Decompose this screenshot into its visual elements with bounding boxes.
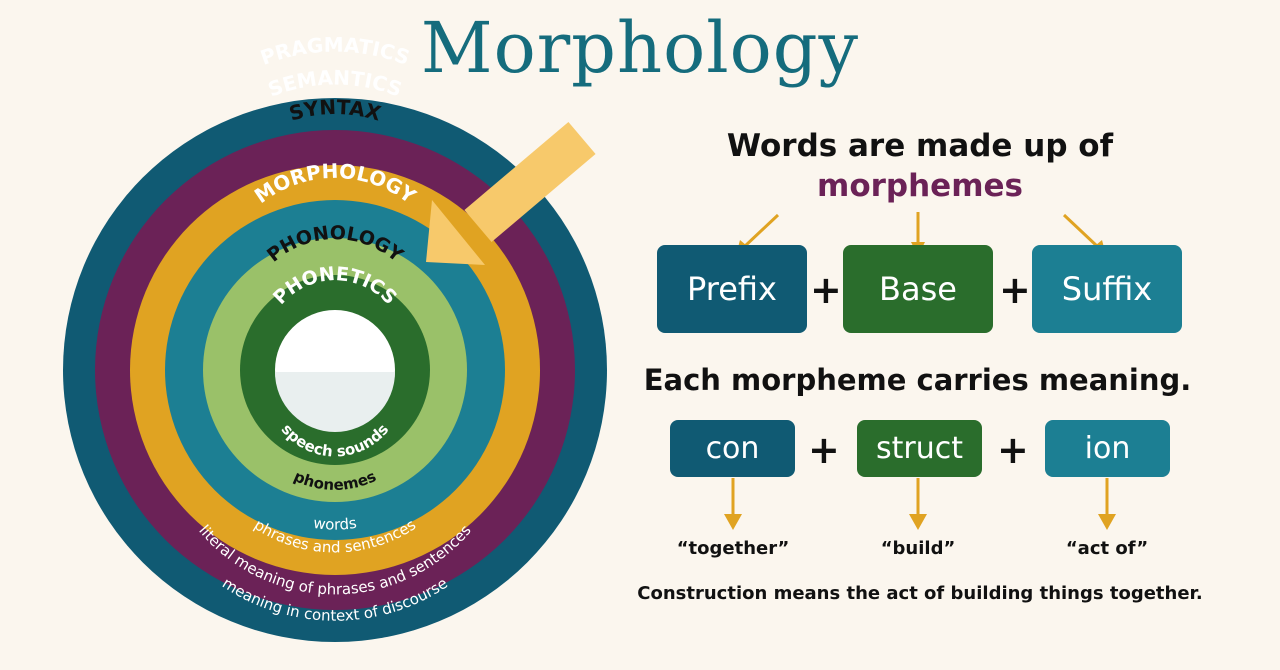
words-heading: Words are made up of morphemes [680, 126, 1160, 206]
center-circle-lower-shade [275, 372, 395, 432]
plus-sign: + [808, 428, 840, 472]
con-arrow-icon [724, 478, 742, 530]
ion-arrow-icon [1098, 478, 1116, 530]
pragmatics-label: PRAGMATICS [257, 33, 413, 70]
struct-box: struct [857, 420, 982, 477]
plus-sign: + [999, 268, 1031, 312]
ion-box: ion [1045, 420, 1170, 477]
conclusion-text: Construction means the act of building t… [637, 583, 1203, 604]
morphemes-word: morphemes [817, 168, 1023, 204]
plus-sign: + [810, 268, 842, 312]
struct-arrow-icon [909, 478, 927, 530]
suffix-box: Suffix [1032, 245, 1182, 333]
build-meaning: “build” [880, 538, 956, 559]
plus-sign: + [997, 428, 1029, 472]
words-label: words [312, 514, 358, 534]
base-box: Base [843, 245, 993, 333]
meaning-subheading: Each morpheme carries meaning. [643, 363, 1192, 397]
svg-text:words: words [312, 514, 358, 534]
svg-text:PRAGMATICS: PRAGMATICS [257, 33, 413, 70]
pointer-arrow-icon [426, 121, 596, 265]
words-heading-line: Words are made up of [726, 128, 1114, 164]
page-title: Morphology [420, 7, 860, 89]
act-of-meaning: “act of” [1065, 538, 1149, 559]
prefix-box: Prefix [657, 245, 807, 333]
together-meaning: “together” [676, 538, 790, 559]
con-box: con [670, 420, 795, 477]
